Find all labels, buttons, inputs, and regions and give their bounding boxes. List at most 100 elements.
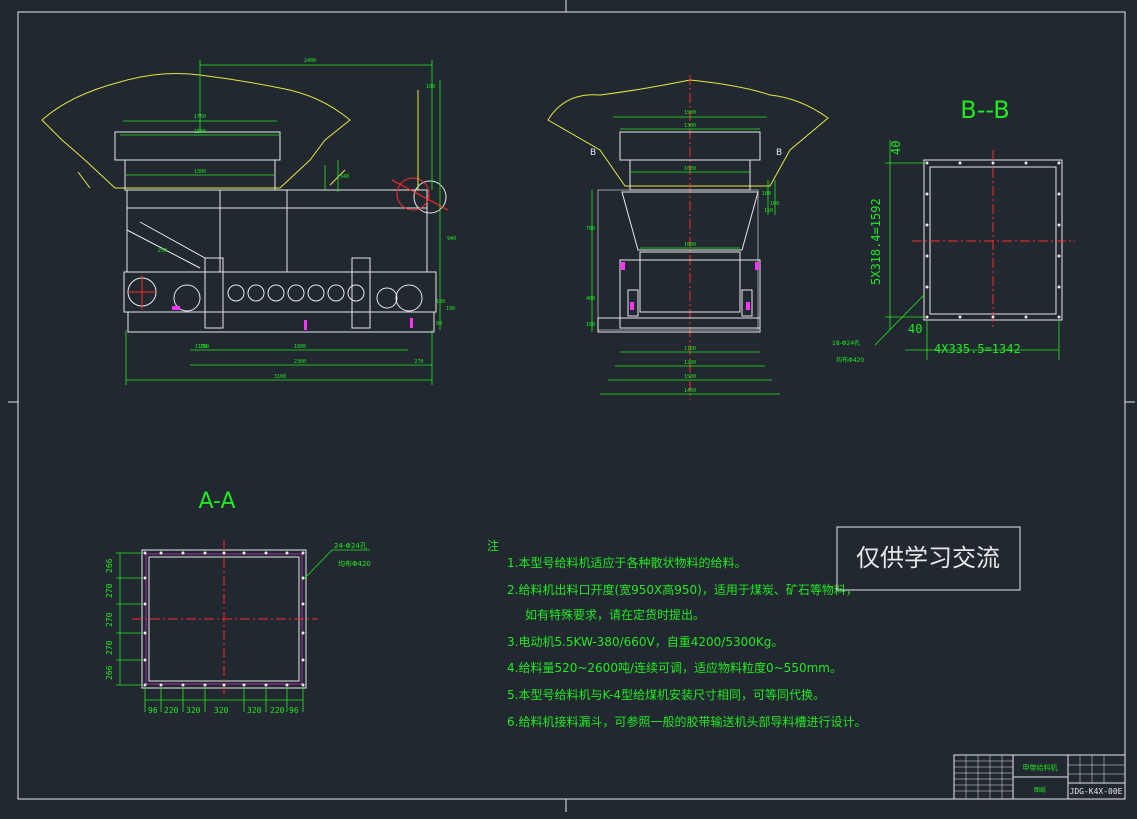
- front-hopper-outline: [547, 79, 829, 187]
- side-dim-text: 1300: [194, 169, 206, 175]
- side-pulley: [376, 287, 398, 309]
- side-centerline: [391, 179, 449, 211]
- section-aa-dim-bottom: 220: [164, 706, 179, 715]
- title-block-grid: [954, 755, 1125, 799]
- section-aa-dim-bottom: 320: [186, 706, 201, 715]
- side-roller-row: [227, 284, 365, 302]
- section-aa-dim-bottom: 96: [289, 706, 299, 715]
- drawing-border: [17, 11, 1126, 800]
- section-aa-dim-left: 270: [105, 583, 114, 598]
- section-aa-hole-pitch: 均布Φ420: [338, 559, 371, 568]
- title-block: 甲带给料机 图纸 JDG-K4X-00E: [953, 754, 1126, 800]
- front-bearing: [627, 289, 639, 317]
- notes-item: 3.电动机5.5KW-380/660V，自重4200/5300Kg。: [507, 635, 783, 649]
- front-dim-text: 1450: [684, 388, 696, 394]
- front-section-mark-right: B: [776, 148, 782, 158]
- front-dim-text: 150: [764, 208, 773, 214]
- side-base: [127, 311, 435, 333]
- side-dimension-lines: [120, 60, 441, 385]
- side-dim-text: 2300: [294, 359, 306, 365]
- notes-item: 2.给料机出料口开度(宽950X高950)，适用于煤炭、矿石等物料，: [507, 582, 858, 597]
- section-aa-dim-left: 266: [105, 665, 114, 680]
- side-main-frame: [126, 189, 428, 273]
- title-block-code: JDG-K4X-00E: [1070, 787, 1123, 796]
- side-dim-text: 1500: [194, 129, 206, 135]
- side-dim-text: 250: [158, 248, 167, 254]
- title-block-scale: 图纸: [1034, 786, 1046, 794]
- notes-item: 6.给料机接料漏斗，可参照一般的胶带输送机头部导料槽进行设计。: [507, 714, 866, 729]
- notes-item: 5.本型号给料机与K-4型给煤机安装尺寸相同，可等同代换。: [507, 687, 825, 702]
- section-aa-dim-bottom: 220: [270, 706, 285, 715]
- front-marker: [621, 262, 625, 270]
- side-marker: [304, 320, 307, 330]
- front-marker: [630, 302, 634, 310]
- front-dim-text: 1300: [684, 360, 696, 366]
- side-belt-frame: [123, 271, 437, 313]
- side-marker: [172, 306, 180, 310]
- section-aa: A-A: [105, 489, 371, 715]
- side-dim-text: 340: [340, 174, 349, 180]
- side-dim-text: 1750: [194, 114, 206, 120]
- front-skirt: [639, 251, 741, 313]
- side-tail-pulley: [395, 284, 423, 312]
- front-dim-text: 1000: [684, 166, 696, 172]
- front-dim-text: 400: [586, 296, 595, 302]
- section-aa-title: A-A: [198, 489, 235, 514]
- section-aa-dim-left: 270: [105, 612, 114, 627]
- front-dim-text: 1000: [684, 242, 696, 248]
- section-bb-dim-horizontal: 4X335.5=1342: [934, 342, 1021, 356]
- front-dim-text: 100: [762, 191, 771, 197]
- notes-item: 4.给料量520~2600吨/连续可调，适应物料粒度0~550mm。: [507, 660, 842, 675]
- front-bearing: [741, 289, 753, 317]
- section-aa-dim-bottom: 320: [214, 706, 229, 715]
- side-dim-text: 2400: [304, 58, 316, 64]
- section-aa-dim-left: 266: [105, 558, 114, 573]
- front-dim-text: 100: [770, 201, 779, 207]
- notes-item: 1.本型号给料机适应于各种散状物料的给料。: [507, 555, 746, 570]
- front-dim-text: 1500: [684, 110, 696, 116]
- side-gate-wheel: [396, 177, 430, 211]
- side-hopper-outline: [41, 73, 351, 189]
- front-marker: [755, 262, 759, 270]
- side-dim-text: 270: [414, 359, 423, 365]
- front-base: [597, 317, 761, 333]
- side-dim-text: 1100: [195, 344, 207, 350]
- side-dim-text: 3100: [274, 374, 286, 380]
- section-bb-dim-left: 40: [908, 322, 922, 336]
- section-aa-dim-left: 270: [105, 640, 114, 655]
- section-bb-title: B--B: [960, 96, 1009, 124]
- front-hopper-body: [621, 191, 759, 251]
- section-bb-dim-top: 40: [889, 141, 903, 155]
- side-marker: [410, 318, 413, 328]
- section-aa-dim-bottom: 320: [247, 706, 262, 715]
- side-view: 2400 1750 1500 1300 100 340 940 180 190 …: [41, 58, 456, 385]
- side-support: [351, 257, 371, 329]
- side-dim-text: 180: [436, 299, 445, 305]
- side-dim-text: 1800: [294, 344, 306, 350]
- front-dim-text: 1300: [684, 123, 696, 129]
- side-hopper-wings: [77, 169, 346, 189]
- front-section-mark-left: B: [590, 148, 596, 158]
- section-aa-bolt-holes: [143, 551, 305, 687]
- side-dim-text: 100: [426, 84, 435, 90]
- section-bb-bolt-holes: [925, 161, 1061, 319]
- title-block-name: 甲带给料机: [1023, 763, 1058, 772]
- side-pulley: [173, 284, 201, 312]
- front-view: B B 1500 1300 1000 1000 780 400 160 100 …: [547, 75, 829, 400]
- section-bb-dimension-lines: [874, 140, 1060, 360]
- section-aa-dim-bottom: 96: [148, 706, 158, 715]
- section-bb-holes-note: 18-Φ24孔: [832, 339, 860, 347]
- front-dim-text: 1100: [684, 346, 696, 352]
- side-incline-plate: [126, 221, 206, 269]
- side-dim-text: 90: [436, 321, 442, 327]
- front-marker: [746, 302, 750, 310]
- side-dim-text: 190: [446, 306, 455, 312]
- front-dim-text: 160: [586, 322, 595, 328]
- section-aa-dimension-lines: [116, 549, 370, 712]
- watermark-box: [836, 526, 1021, 591]
- notes-block: 注 1.本型号给料机适应于各种散状物料的给料。 2.给料机出料口开度(宽950X…: [487, 538, 866, 729]
- side-dim-text: 150: [200, 344, 209, 350]
- front-dim-text: 1500: [684, 374, 696, 380]
- section-bb-dim-vertical: 5X318.4=1592: [869, 198, 883, 285]
